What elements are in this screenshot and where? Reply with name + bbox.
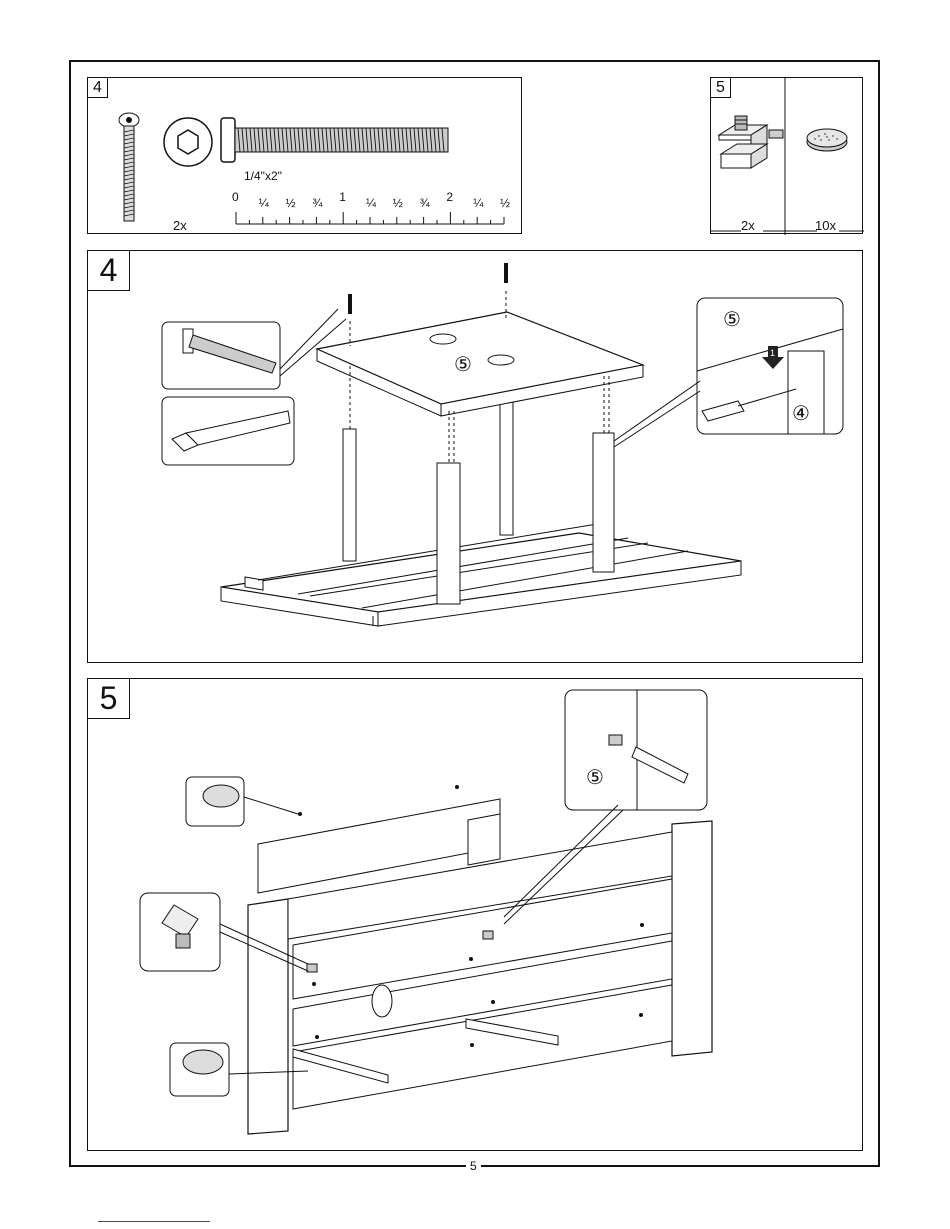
ruler-tick-label: ½ <box>286 196 296 210</box>
step-4-panel: 4 <box>87 250 863 663</box>
ruler-tick-label: ¾ <box>420 196 430 210</box>
arrow-step-number: 1 <box>770 348 775 358</box>
ruler-tick-label: 1 <box>339 190 346 204</box>
step-4-assembly-illustration <box>88 251 864 664</box>
bolt-illustration <box>88 78 523 235</box>
ruler-tick-label: ¼ <box>259 196 269 210</box>
callout-leg-label: ④ <box>792 401 810 426</box>
clip-and-pad-illustration <box>711 78 864 235</box>
bolt-size-label: 1/4"x2" <box>244 169 282 183</box>
clip-bracket-icon <box>719 116 783 168</box>
ruler-tick-label: ½ <box>500 196 510 210</box>
pad-quantity: 10x <box>815 218 836 233</box>
bolt-quantity: 2x <box>173 218 187 233</box>
ruler-tick-label: 0 <box>232 190 239 204</box>
step-5-assembly-illustration <box>88 679 864 1152</box>
link-underline <box>98 1221 210 1222</box>
page-number: 5 <box>466 1159 481 1173</box>
ruler-tick-label: ¾ <box>312 196 322 210</box>
ruler-tick-label: ¼ <box>473 196 483 210</box>
callout-panel-label: ⑤ <box>723 307 741 332</box>
parts-box-5: 5 2x 10x <box>710 77 863 234</box>
ruler-tick-label: ¼ <box>366 196 376 210</box>
step-5-panel: 5 <box>87 678 863 1151</box>
top-panel-label: ⑤ <box>454 352 472 377</box>
ruler-tick-label: ½ <box>393 196 403 210</box>
callout-panel-label: ⑤ <box>586 765 604 790</box>
ruler-tick-label: 2 <box>446 190 453 204</box>
clip-quantity: 2x <box>741 218 755 233</box>
